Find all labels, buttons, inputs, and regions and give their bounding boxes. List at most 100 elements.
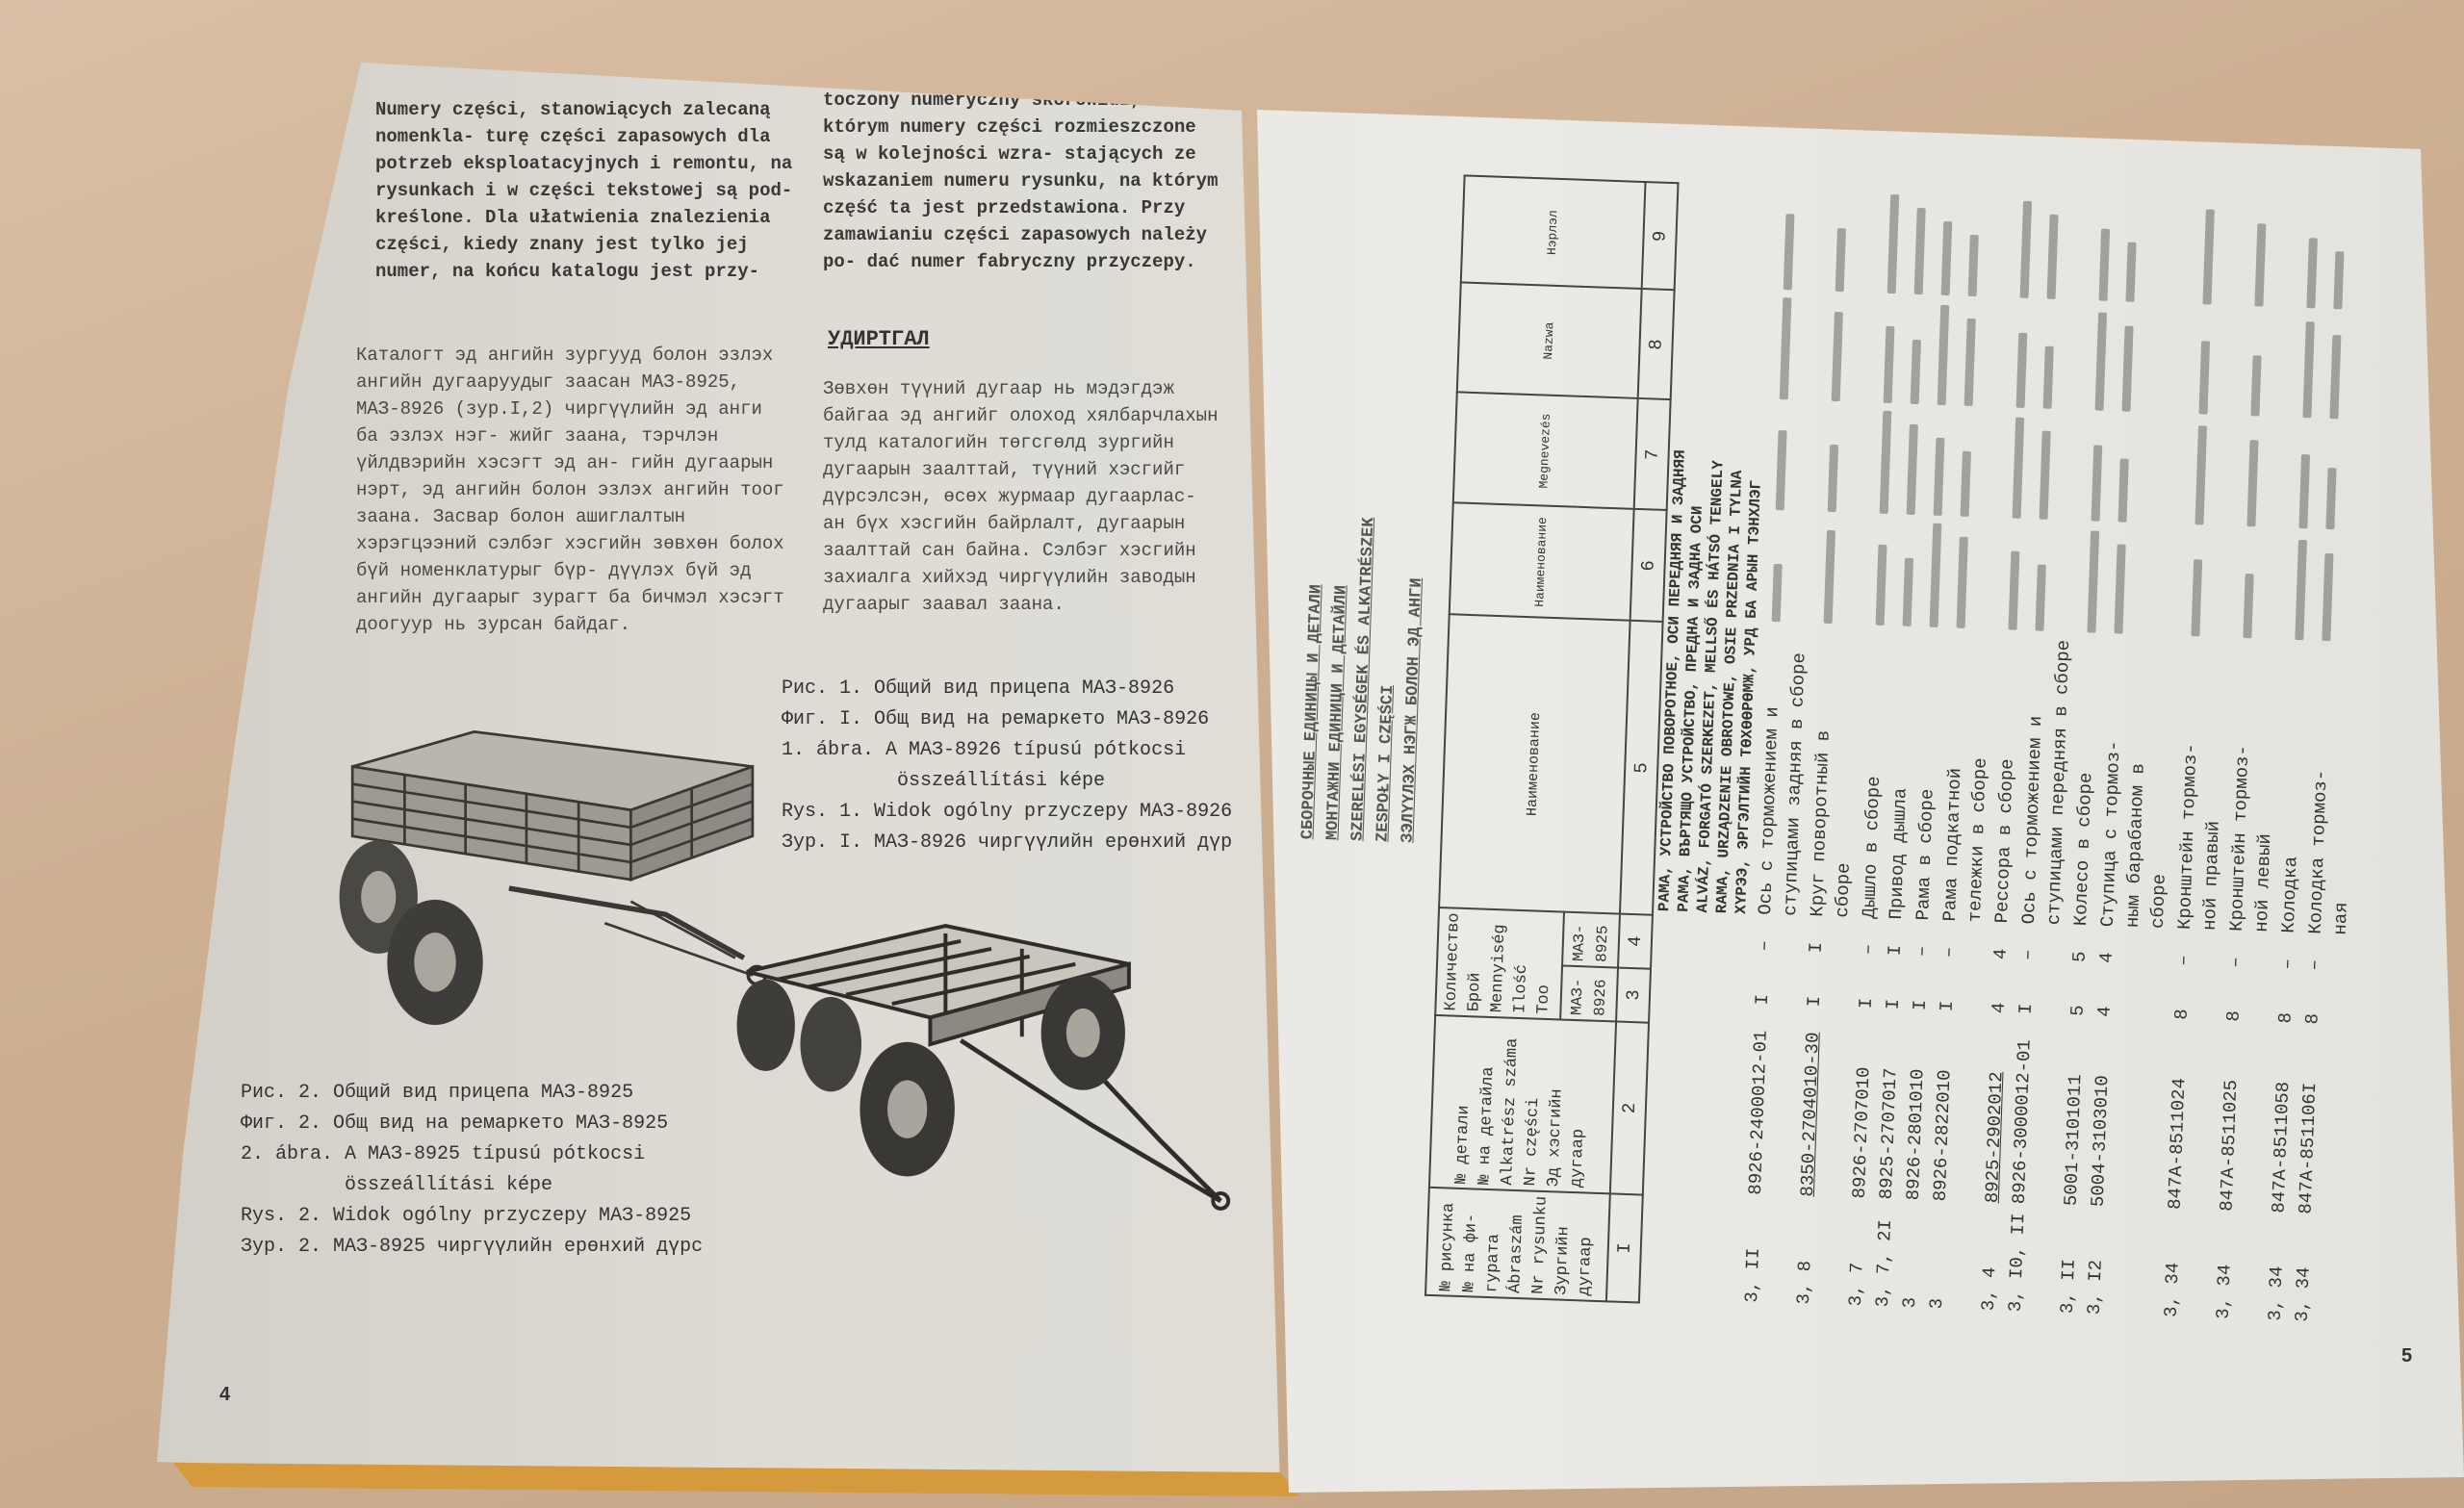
translated-name-illegible (1919, 520, 1950, 632)
mongolian-paragraph-left: Каталогт эд ангийн зургууд болон эзлэх а… (356, 345, 784, 635)
translated-name-illegible (2010, 195, 2040, 303)
blurred-text-mark (2094, 312, 2108, 412)
quantity-maz-8925: I (1884, 944, 1907, 957)
translated-name-illegible (1869, 407, 1900, 519)
blurred-text-mark (2008, 550, 2020, 631)
quantity-maz-8926: I (1751, 993, 1774, 1006)
translated-name-illegible (1774, 187, 1830, 295)
quantity-maz-8926: I (2015, 1003, 2037, 1015)
blurred-text-mark (1886, 194, 1900, 294)
figure-number: 3, 34 (2160, 1262, 2184, 1318)
translated-name-illegible (1931, 192, 1962, 300)
caption-line: Рис. 2. Общий вид прицепа МАЗ-8925 (241, 1082, 634, 1104)
blurred-text-mark (2243, 574, 2254, 639)
translated-name-illegible (2185, 418, 2241, 530)
translated-name-illegible (1877, 191, 1908, 298)
translated-name-illegible (2085, 305, 2116, 416)
quantity-maz-8925: – (2303, 958, 2325, 971)
caption-line: Зур. I. МАЗ-8926 чиргүүлийн ерөнхий дүр (782, 831, 1233, 854)
quantity-maz-8926: 4 (2093, 1006, 2116, 1018)
blurred-text-mark (1929, 524, 1942, 628)
blurred-text-mark (1910, 340, 1921, 405)
blurred-text-mark (1879, 411, 1892, 515)
header-part-number: № детали № на детайла Alkatrész száma Nr… (1428, 1014, 1617, 1194)
caption-line: 2. ábra. A МАЗ-8925 típusú pótkocsi (241, 1143, 646, 1165)
blurred-text-mark (2194, 425, 2208, 525)
blurred-text-mark (1902, 558, 1914, 627)
translated-name-illegible (2037, 196, 2092, 305)
translated-name-illegible (1923, 409, 1954, 521)
translated-name-illegible (1892, 519, 1923, 631)
header-name-hu: Megnevezés (1452, 392, 1638, 510)
translated-name-illegible (2081, 415, 2112, 526)
quantity-maz-8926: I (1909, 999, 1932, 1011)
blurred-text-mark (2191, 559, 2203, 637)
polish-paragraph-left: Numery części, stanowiących zalecaną nom… (375, 99, 793, 282)
translated-name-illegible (2077, 525, 2108, 638)
figure-2-caption: Рис. 2. Общий вид прицепа МАЗ-8925 Фиг. … (241, 1078, 703, 1263)
caption-line: Фиг. I. Общ вид на ремаркето МАЗ-8926 (782, 708, 1210, 730)
translated-name-illegible (2233, 530, 2289, 644)
blurred-text-mark (1967, 235, 1979, 297)
blurred-text-mark (2250, 355, 2262, 417)
column-number: 8 (1637, 289, 1675, 400)
blurred-text-mark (1835, 228, 1846, 293)
blurred-text-mark (1783, 214, 1795, 291)
wheel (736, 979, 795, 1071)
caption-line: Rys. 1. Widok ogólny przyczepy МАЗ-8926 (782, 801, 1233, 823)
figure-number: 3, 34 (2291, 1266, 2315, 1322)
mongolian-paragraph-right: Зөвхөн түүний дугаар нь мэдэгдэж байгаа … (823, 378, 1219, 615)
translated-name-illegible (2293, 312, 2323, 422)
column-number: I (1605, 1193, 1643, 1303)
caption-line: Зур. 2. МАЗ-8925 чиргүүлийн ерөнхий дүрс (241, 1236, 704, 1258)
column-number: 3 (1616, 967, 1651, 1023)
blurred-text-mark (1956, 537, 1968, 629)
quantity-maz-8926: I (1882, 998, 1905, 1010)
blurred-text-mark (1937, 305, 1950, 406)
trailer-maz-8925-chassis-illustration (736, 924, 1231, 1211)
translated-name-illegible (2241, 310, 2297, 422)
translated-name-illegible (1904, 192, 1935, 299)
quantity-maz-8926: I (1855, 997, 1878, 1010)
translated-name-illegible (2316, 422, 2372, 535)
quantity-maz-8925: – (2016, 949, 2039, 961)
figure-number: 3, 34 (2212, 1264, 2236, 1320)
quantity-maz-8925: – (2172, 954, 2194, 967)
quantity-label: Количество (1442, 912, 1464, 1011)
blurred-text-mark (2295, 540, 2307, 641)
quantity-maz-8925: – (1753, 939, 1776, 952)
blurred-text-mark (2322, 553, 2334, 642)
translated-name-illegible (2116, 199, 2196, 309)
trailer-maz-8926-illustration (339, 730, 768, 1025)
header-figure-number: № рисунка № на фи- гурата Ábraszám Nr ry… (1425, 1187, 1610, 1302)
quantity-maz-8925: 5 (2068, 951, 2091, 963)
blurred-text-mark (2042, 346, 2054, 410)
figure-number: 3 (1925, 1297, 1948, 1310)
quantity-sublabels: Брой Mennyiség Ilość Тоо (1465, 924, 1554, 1015)
translated-name-illegible (2245, 203, 2300, 312)
blurred-text-mark (1827, 445, 1839, 513)
header-maz-8926: МАЗ- 8926 (1560, 965, 1619, 1022)
figure-number: 3, 7, 2I (1871, 1218, 1897, 1308)
translated-name-illegible (1958, 193, 2014, 302)
translated-name-illegible (1826, 189, 1882, 297)
column-number: 6 (1630, 509, 1667, 623)
quantity-maz-8926: 5 (2066, 1005, 2089, 1017)
translated-name-illegible (2193, 201, 2248, 310)
translated-name-illegible (2029, 413, 2085, 525)
quantity-maz-8926: 4 (1988, 1002, 2010, 1014)
quantity-maz-8926: 8 (2170, 1008, 2193, 1021)
blurred-text-mark (2306, 238, 2318, 309)
header-name-ru: Наименование (1439, 614, 1630, 914)
blurred-text-mark (2118, 458, 2129, 524)
blurred-text-mark (2333, 251, 2345, 310)
figure-number: 3, II (2056, 1258, 2080, 1315)
translated-name-illegible (2323, 206, 2379, 315)
quantity-maz-8925: 4 (1989, 948, 2012, 960)
blurred-text-mark (2098, 229, 2111, 302)
header-maz-8925: МАЗ- 8925 (1562, 911, 1620, 968)
translated-name-illegible (1813, 516, 1869, 629)
blurred-text-mark (2046, 215, 2059, 300)
blurred-text-mark (2121, 325, 2134, 413)
